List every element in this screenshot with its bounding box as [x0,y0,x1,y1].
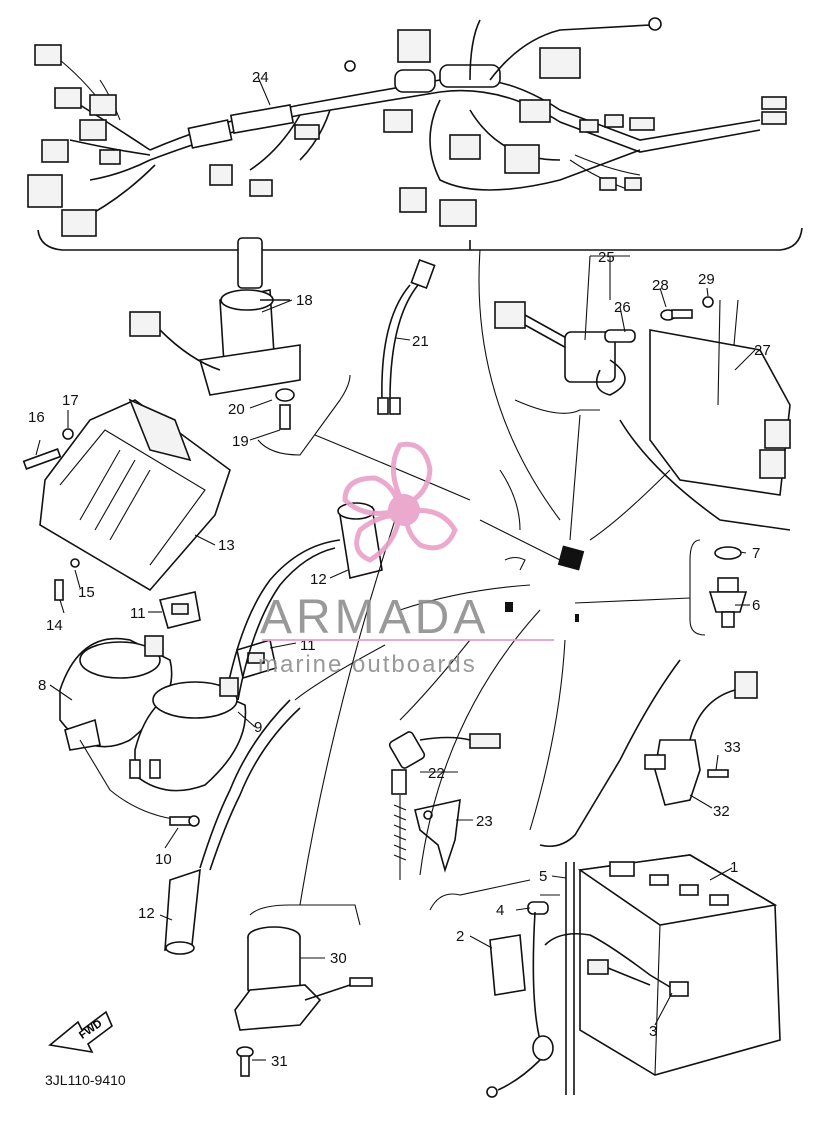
leader-lines [294,249,691,906]
callout-23: 23 [476,813,493,830]
bolt-28 [660,296,714,321]
bracket-23 [414,798,461,873]
callout-32: 32 [713,803,730,820]
callout-5: 5 [539,868,547,885]
callout-25: 25 [598,249,615,266]
callout-18: 18 [296,292,313,309]
bolt-31 [236,1046,254,1077]
main-switch [129,237,301,396]
callout-12-upper: 12 [310,571,327,588]
screw-14 [54,558,80,601]
battery-lead-3 [544,932,689,997]
callout-26: 26 [614,299,631,316]
callout-12-lower: 12 [138,905,155,922]
watermark-brand: ARMADA [260,591,489,644]
battery-lead-4 [486,901,554,1098]
screw-10 [169,815,200,827]
callout-19: 19 [232,433,249,450]
ignition-coil-9 [129,677,247,792]
callout-1: 1 [730,859,738,876]
callout-28: 28 [652,277,669,294]
callout-9: 9 [254,719,262,736]
sensor-32 [539,659,758,848]
callout-14: 14 [46,617,63,634]
callout-24: 24 [252,69,269,86]
callout-10: 10 [155,851,172,868]
propeller-logo [342,441,458,563]
callout-6: 6 [752,597,760,614]
callout-2: 2 [456,928,464,945]
callout-30: 30 [330,950,347,967]
callout-lines [35,76,756,1061]
bolt-19 [257,374,351,456]
sender-wire [377,258,436,415]
vent-pipe-5 [565,862,575,1095]
callout-20: 20 [228,401,245,418]
cdi-unit [619,299,791,531]
callout-13: 13 [218,537,235,554]
fwd-arrow: FWD [48,1010,113,1054]
fuse-holder [494,301,636,414]
callout-11-right: 11 [300,637,316,654]
battery [429,854,781,1076]
watermark-tagline: marine outboards [258,651,477,678]
callout-labels: 1 2 3 4 5 6 7 8 9 10 11 11 12 12 13 14 1… [28,69,771,1070]
screw-16 [22,428,74,470]
starter-relay [234,904,373,1031]
callout-21: 21 [412,333,429,350]
callout-11-left: 11 [130,605,146,622]
neutral-switch [689,539,748,636]
callout-31: 31 [271,1053,288,1070]
callout-8: 8 [38,677,46,694]
wire-harness [27,17,803,251]
ignition-coil-8 [59,635,181,821]
cover [39,398,231,592]
cap-11b [236,638,277,680]
battery-band-2 [489,934,526,996]
callout-27: 27 [754,342,771,359]
switch-22 [388,731,501,880]
callout-4: 4 [496,902,504,919]
callout-3: 3 [649,1023,657,1040]
armada-watermark: ARMADA marine outboards [258,441,554,678]
callout-15: 15 [78,584,95,601]
callout-7: 7 [752,545,760,562]
callout-33: 33 [724,739,741,756]
plug-cap-12b [164,699,301,955]
callout-17: 17 [62,392,79,409]
cap-11a [158,591,201,629]
callout-16: 16 [28,409,45,426]
callout-22: 22 [428,765,445,782]
callout-29: 29 [698,271,715,288]
diagram-code: 3JL110-9410 [45,1072,126,1088]
